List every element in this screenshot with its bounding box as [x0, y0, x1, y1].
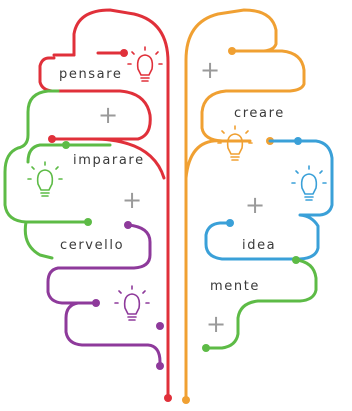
lightbulb-icon — [114, 285, 150, 321]
red-node — [120, 49, 128, 57]
plus-sign: + — [245, 191, 265, 219]
green-node — [292, 256, 300, 264]
blue-branch — [204, 139, 334, 261]
red-node — [48, 135, 56, 143]
word-mente: mente — [210, 279, 260, 294]
word-cervello: cervello — [60, 238, 124, 253]
green-node — [84, 218, 92, 226]
blue-node — [226, 219, 234, 227]
word-idea: idea — [242, 238, 276, 253]
purple-node — [156, 322, 164, 330]
purple-node — [92, 299, 100, 307]
lightbulb-icon — [291, 165, 327, 201]
plus-sign: + — [200, 56, 220, 84]
red-branch — [38, 8, 170, 400]
word-imparare: imparare — [73, 153, 145, 168]
green-branch — [3, 89, 112, 260]
word-creare: creare — [234, 106, 285, 121]
purple-node — [124, 221, 132, 229]
orange-branch — [184, 8, 306, 402]
green-right-branch — [204, 258, 318, 350]
plus-sign: + — [98, 101, 118, 129]
lightbulb-icon — [217, 125, 253, 161]
lightbulb-icon — [27, 161, 63, 197]
word-pensare: pensare — [59, 67, 123, 82]
orange-node — [182, 396, 190, 404]
lightbulb-icon — [127, 46, 163, 82]
plus-sign: + — [122, 186, 142, 214]
green-node — [62, 141, 70, 149]
red-node — [164, 394, 172, 402]
green-node — [202, 344, 210, 352]
orange-node — [228, 47, 236, 55]
plus-sign: + — [206, 310, 226, 338]
blue-node — [294, 137, 302, 145]
purple-node — [156, 362, 164, 370]
